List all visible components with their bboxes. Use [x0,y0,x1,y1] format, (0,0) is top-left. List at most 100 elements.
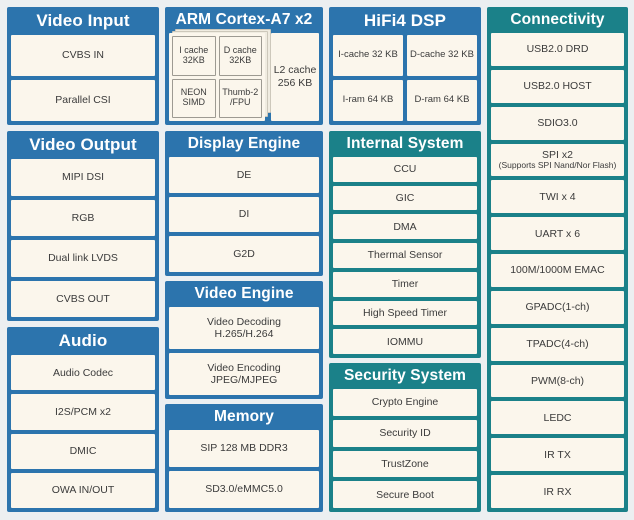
item-cvbs-in[interactable]: CVBS IN [11,35,155,76]
item-cvbs-out[interactable]: CVBS OUT [11,280,155,317]
block-memory[interactable]: Memory SIP 128 MB DDR3 SD3.0/eMMC5.0 [165,404,323,512]
block-items-audio: Audio Codec I2S/PCM x2 DMIC OWA IN/OUT [11,355,155,508]
item-g2d[interactable]: G2D [169,236,319,273]
item-audio-codec[interactable]: Audio Codec [11,355,155,391]
item-video-decoding-sub: H.265/H.264 [214,328,274,340]
cell-neon-simd[interactable]: NEON SIMD [172,78,216,118]
item-l2-cache[interactable]: L2 cache 256 KB [271,33,319,121]
item-tpadc[interactable]: TPADC(4-ch) [491,327,624,361]
cell-thumb2-fpu-line1: Thumb-2 [222,87,259,98]
block-title-security-system: Security System [343,367,467,384]
item-spi-x2-label: SPI x2 [542,149,573,162]
block-arm-cortex-a7[interactable]: ARM Cortex-A7 x2 I cache 32KB D cache 32… [165,7,323,125]
item-dsp-d-cache[interactable]: D-cache 32 KB [407,35,477,76]
item-secure-boot[interactable]: Secure Boot [333,481,477,508]
block-video-output[interactable]: Video Output MIPI DSI RGB Dual link LVDS… [7,131,159,321]
block-items-video-engine: Video Decoding H.265/H.264 Video Encodin… [169,307,319,395]
arm-core-area: I cache 32KB D cache 32KB NEON SIMD Thum… [169,29,319,121]
item-dsp-i-ram[interactable]: I-ram 64 KB [333,80,403,121]
item-twi-x4[interactable]: TWI x 4 [491,180,624,214]
block-title-memory: Memory [213,408,275,425]
item-sd-emmc[interactable]: SD3.0/eMMC5.0 [169,471,319,508]
block-items-video-output: MIPI DSI RGB Dual link LVDS CVBS OUT [11,159,155,317]
item-uart-x6[interactable]: UART x 6 [491,217,624,251]
item-video-decoding[interactable]: Video Decoding H.265/H.264 [169,307,319,349]
block-items-memory: SIP 128 MB DDR3 SD3.0/eMMC5.0 [169,430,319,508]
block-items-security-system: Crypto Engine Security ID TrustZone Secu… [333,389,477,508]
item-video-decoding-label: Video Decoding [207,315,281,328]
cell-neon-simd-line1: NEON [180,87,207,98]
block-title-internal-system: Internal System [346,135,464,152]
item-parallel-csi[interactable]: Parallel CSI [11,80,155,121]
item-sip-ddr3[interactable]: SIP 128 MB DDR3 [169,430,319,467]
item-sdio30[interactable]: SDIO3.0 [491,106,624,140]
item-di[interactable]: DI [169,196,319,233]
item-gic[interactable]: GIC [333,185,477,211]
cell-neon-simd-line2: SIMD [182,97,205,108]
block-title-display-engine: Display Engine [187,135,301,152]
item-dmic[interactable]: DMIC [11,433,155,469]
block-connectivity[interactable]: Connectivity USB2.0 DRD USB2.0 HOST SDIO… [487,7,628,512]
block-video-input[interactable]: Video Input CVBS IN Parallel CSI [7,7,159,125]
item-spi-x2[interactable]: SPI x2 (Supports SPI Nand/Nor Flash) [491,143,624,177]
cell-i-cache[interactable]: I cache 32KB [172,36,216,76]
block-hifi4-dsp[interactable]: HiFi4 DSP I-cache 32 KB D-cache 32 KB I-… [329,7,481,125]
item-gpadc[interactable]: GPADC(1-ch) [491,290,624,324]
cell-i-cache-line1: I cache [179,44,209,55]
item-rgb[interactable]: RGB [11,199,155,236]
block-title-video-input: Video Input [36,11,130,30]
item-owa-in-out[interactable]: OWA IN/OUT [11,472,155,508]
cell-thumb2-fpu[interactable]: Thumb-2 /FPU [218,78,262,118]
item-video-encoding-sub: JPEG/MJPEG [210,374,278,386]
cell-d-cache-line2: 32KB [229,54,252,65]
block-items-connectivity: USB2.0 DRD USB2.0 HOST SDIO3.0 SPI x2 (S… [491,33,624,508]
item-video-encoding[interactable]: Video Encoding JPEG/MJPEG [169,353,319,395]
item-pwm[interactable]: PWM(8-ch) [491,364,624,398]
item-timer[interactable]: Timer [333,271,477,297]
block-items-video-input: CVBS IN Parallel CSI [11,35,155,121]
block-items-display-engine: DE DI G2D [169,157,319,273]
block-title-audio: Audio [58,331,108,350]
item-emac[interactable]: 100M/1000M EMAC [491,254,624,287]
soc-block-diagram: Video Input CVBS IN Parallel CSI ARM Cor… [7,7,628,512]
item-l2-cache-line1: L2 cache [273,64,317,77]
block-items-hifi4-dsp: I-cache 32 KB D-cache 32 KB I-ram 64 KB … [333,35,477,121]
item-dma[interactable]: DMA [333,214,477,240]
block-internal-system[interactable]: Internal System CCU GIC DMA Thermal Sens… [329,131,481,358]
item-i2s-pcm[interactable]: I2S/PCM x2 [11,394,155,430]
item-usb20-host[interactable]: USB2.0 HOST [491,69,624,103]
arm-core-stack: I cache 32KB D cache 32KB NEON SIMD Thum… [169,29,271,121]
core-stack-layer-front: I cache 32KB D cache 32KB NEON SIMD Thum… [169,33,265,121]
item-ir-rx[interactable]: IR RX [491,475,624,508]
item-trustzone[interactable]: TrustZone [333,450,477,478]
block-display-engine[interactable]: Display Engine DE DI G2D [165,131,323,276]
block-title-video-engine: Video Engine [194,285,294,302]
block-title-arm-cortex-a7: ARM Cortex-A7 x2 [175,11,313,28]
block-title-hifi4-dsp: HiFi4 DSP [363,11,447,30]
item-l2-cache-line2: 256 KB [277,77,313,89]
item-high-speed-timer[interactable]: High Speed Timer [333,300,477,326]
item-ir-tx[interactable]: IR TX [491,438,624,472]
block-title-connectivity: Connectivity [510,11,605,28]
block-security-system[interactable]: Security System Crypto Engine Security I… [329,363,481,512]
cell-d-cache[interactable]: D cache 32KB [218,36,262,76]
item-dual-link-lvds[interactable]: Dual link LVDS [11,240,155,277]
item-ccu[interactable]: CCU [333,157,477,182]
item-de[interactable]: DE [169,157,319,193]
item-dsp-i-cache[interactable]: I-cache 32 KB [333,35,403,76]
block-audio[interactable]: Audio Audio Codec I2S/PCM x2 DMIC OWA IN… [7,327,159,512]
block-video-engine[interactable]: Video Engine Video Decoding H.265/H.264 … [165,281,323,399]
item-thermal-sensor[interactable]: Thermal Sensor [333,243,477,268]
item-video-encoding-label: Video Encoding [207,361,281,374]
block-items-internal-system: CCU GIC DMA Thermal Sensor Timer High Sp… [333,157,477,355]
item-mipi-dsi[interactable]: MIPI DSI [11,159,155,196]
cell-d-cache-line1: D cache [223,44,257,55]
item-crypto-engine[interactable]: Crypto Engine [333,389,477,416]
item-ledc[interactable]: LEDC [491,401,624,435]
item-dsp-d-ram[interactable]: D-ram 64 KB [407,80,477,121]
block-title-video-output: Video Output [29,135,137,154]
item-spi-x2-sub: (Supports SPI Nand/Nor Flash) [498,160,617,171]
item-usb20-drd[interactable]: USB2.0 DRD [491,33,624,66]
item-iommu[interactable]: IOMMU [333,329,477,355]
item-security-id[interactable]: Security ID [333,419,477,447]
